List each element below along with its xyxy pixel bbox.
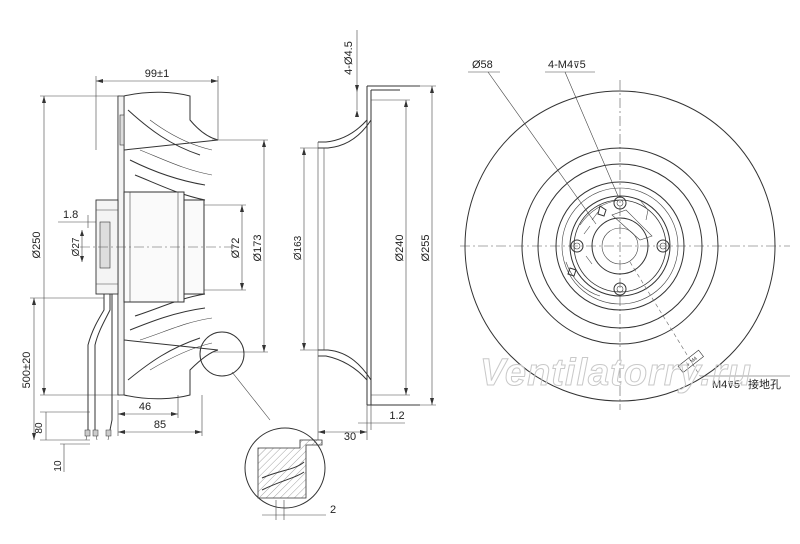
motor-depth-label: 46: [139, 401, 151, 413]
flange-thickness-label: 1.8: [63, 209, 78, 221]
body-depth-label: 85: [154, 419, 166, 431]
detail-gap-label: 2: [330, 504, 336, 516]
ring-holes-label: 4-Ø4.5: [343, 41, 355, 75]
hub-diameter-label: Ø72: [230, 238, 242, 259]
inlet-ring-view: 4-Ø4.5 Ø163 Ø240 Ø255: [244, 30, 436, 520]
cable-strip-label: 10: [53, 460, 64, 472]
cable-length-label: 500±20: [21, 352, 33, 389]
motor-diameter-label: Ø173: [252, 235, 264, 262]
ring-middle-diameter-label: Ø240: [394, 235, 406, 262]
side-view: 99±1 Ø250: [21, 68, 271, 472]
impeller-outer-circle: [464, 90, 776, 402]
bolt-circle-label: Ø58: [472, 59, 493, 71]
width-overall-label: 99±1: [145, 68, 169, 80]
ring-inner-diameter-label: Ø163: [293, 235, 304, 260]
cable-tail-label: 80: [34, 422, 45, 434]
watermark: Ventilatorry.ru: [480, 352, 752, 394]
outer-diameter-label: Ø250: [31, 232, 43, 259]
threads-label: 4-M4⊽5: [548, 59, 586, 71]
ring-wall-label: 1.2: [389, 410, 404, 422]
ring-outer-diameter-label: Ø255: [420, 235, 432, 262]
ring-depth-label: 30: [344, 431, 356, 443]
shaft-diameter-label: Ø27: [71, 237, 82, 256]
